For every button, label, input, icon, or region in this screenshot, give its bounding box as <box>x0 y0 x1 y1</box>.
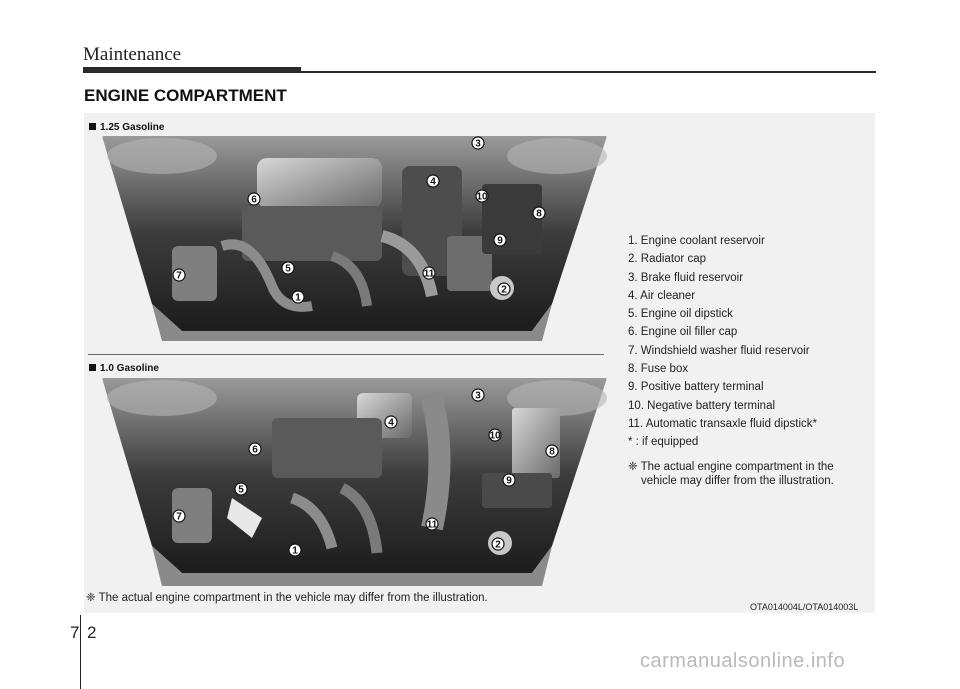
legend-item: 9. Positive battery terminal <box>628 381 764 394</box>
callout-marker: 11 <box>422 266 436 280</box>
svg-text:6: 6 <box>252 445 258 456</box>
callout-marker: 4 <box>426 174 440 188</box>
svg-text:1: 1 <box>292 546 298 557</box>
callout-layer-1-0: 3 4 10 6 8 9 5 7 11 1 2 <box>172 388 559 557</box>
header-rule-thin <box>301 71 876 73</box>
svg-text:8: 8 <box>549 447 555 458</box>
svg-text:5: 5 <box>285 264 291 275</box>
callout-marker: 8 <box>545 444 559 458</box>
image-code: OTA014004L/OTA014003L <box>750 602 859 612</box>
callout-marker: 8 <box>532 206 546 220</box>
svg-text:5: 5 <box>238 485 244 496</box>
callout-marker: 6 <box>247 192 261 206</box>
parts-legend: 1. Engine coolant reservoir 2. Radiator … <box>628 232 868 488</box>
chapter-number: 7 <box>70 623 80 642</box>
svg-text:4: 4 <box>430 177 436 188</box>
svg-text:11: 11 <box>427 520 438 531</box>
callout-marker: 10 <box>475 189 489 203</box>
legend-item: 10. Negative battery terminal <box>628 399 776 412</box>
svg-text:7: 7 <box>176 271 182 282</box>
section-title: Maintenance <box>83 44 182 65</box>
svg-text:1: 1 <box>295 293 301 304</box>
callout-marker: 7 <box>172 268 186 282</box>
legend-item: 5. Engine oil dipstick <box>628 308 733 321</box>
watermark: carmanualsonline.info <box>640 650 846 672</box>
callout-marker: 2 <box>497 282 511 296</box>
variant-label-1-0: 1.0 Gasoline <box>89 363 159 374</box>
legend-item: 2. Radiator cap <box>628 253 706 266</box>
legend-item: 1. Engine coolant reservoir <box>628 235 765 247</box>
svg-text:2: 2 <box>501 285 507 296</box>
legend-note-line: vehicle may differ from the illustration… <box>641 474 834 487</box>
legend-note-line: ❈ The actual engine compartment in the <box>628 460 834 473</box>
legend-item: 7. Windshield washer fluid reservoir <box>628 344 810 357</box>
svg-text:10: 10 <box>489 431 501 442</box>
svg-text:10: 10 <box>476 192 488 203</box>
legend-item: 3. Brake fluid reservoir <box>628 271 744 284</box>
legend-footnote: * : if equipped <box>628 436 699 449</box>
svg-text:11: 11 <box>424 269 435 280</box>
callout-marker: 3 <box>471 388 485 402</box>
svg-text:3: 3 <box>475 139 481 150</box>
callout-marker: 3 <box>471 136 485 150</box>
callout-marker: 5 <box>281 261 295 275</box>
svg-text:2: 2 <box>495 540 501 551</box>
svg-text:9: 9 <box>497 236 503 247</box>
callout-marker: 1 <box>288 543 302 557</box>
legend-item: 8. Fuse box <box>628 363 689 376</box>
variant-divider <box>88 354 604 355</box>
illustration-note: ❈ The actual engine compartment in the v… <box>86 592 488 604</box>
callout-marker: 7 <box>172 509 186 523</box>
page-heading: ENGINE COMPARTMENT <box>84 86 287 105</box>
callout-marker: 9 <box>502 473 516 487</box>
engine-illustration-1-0 <box>102 378 607 586</box>
legend-item: 6. Engine oil filler cap <box>628 326 738 339</box>
svg-text:6: 6 <box>251 195 257 206</box>
svg-text:8: 8 <box>536 209 542 220</box>
square-bullet-icon <box>89 123 96 130</box>
callout-marker: 5 <box>234 482 248 496</box>
engine-illustration-1-25 <box>102 136 607 341</box>
legend-item: 11. Automatic transaxle fluid dipstick* <box>628 417 817 430</box>
callout-marker: 9 <box>493 233 507 247</box>
legend-item: 4. Air cleaner <box>628 289 696 302</box>
callout-marker: 2 <box>491 537 505 551</box>
svg-text:3: 3 <box>475 391 481 402</box>
variant-label-1-25: 1.25 Gasoline <box>89 122 164 133</box>
legend-note: ❈ The actual engine compartment in the v… <box>628 460 868 488</box>
callout-marker: 11 <box>425 517 439 531</box>
header-rule-thick <box>83 67 301 73</box>
square-bullet-icon <box>89 364 96 371</box>
svg-text:9: 9 <box>506 476 512 487</box>
callout-marker: 4 <box>384 415 398 429</box>
svg-text:7: 7 <box>176 512 182 523</box>
callout-layer-1-25: 3 4 6 10 8 9 5 7 11 1 2 <box>172 136 546 304</box>
callout-marker: 6 <box>248 442 262 456</box>
page-number-divider <box>80 615 81 689</box>
callout-marker: 1 <box>291 290 305 304</box>
svg-text:4: 4 <box>388 418 394 429</box>
page-number: 2 <box>87 623 97 642</box>
callout-marker: 10 <box>488 428 502 442</box>
